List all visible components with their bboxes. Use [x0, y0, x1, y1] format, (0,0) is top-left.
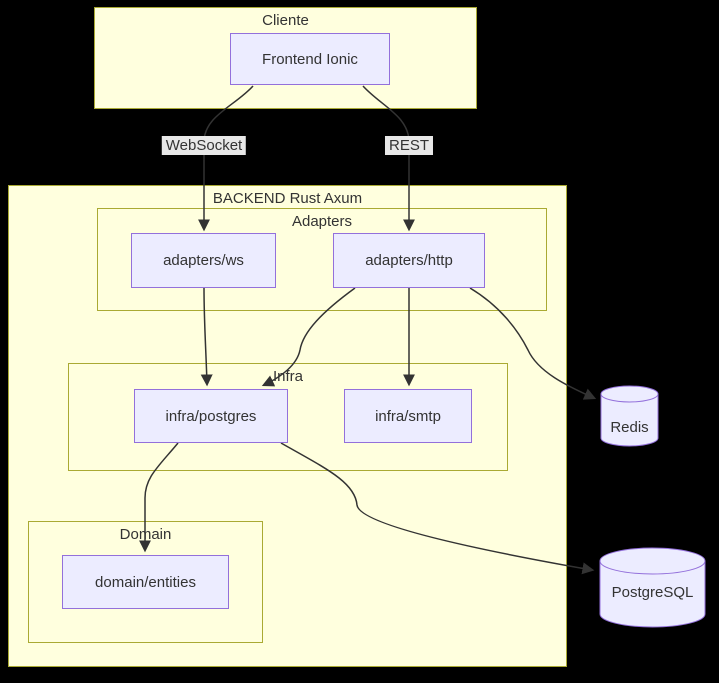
node-frontend-ionic: Frontend Ionic [230, 33, 390, 85]
node-frontend-ionic-label: Frontend Ionic [262, 50, 358, 68]
node-adapters-ws-label: adapters/ws [163, 252, 244, 269]
node-infra-smtp: infra/smtp [344, 389, 472, 443]
edge-label-rest: REST [384, 136, 434, 155]
cluster-infra-label: Infra [272, 368, 303, 385]
node-infra-postgres: infra/postgres [134, 389, 288, 443]
node-adapters-ws: adapters/ws [131, 233, 276, 288]
postgresql-cylinder [599, 547, 706, 628]
node-infra-smtp-label: infra/smtp [375, 407, 441, 425]
edge-label-websocket: WebSocket [161, 136, 247, 155]
edge-adapters-ws-to-infra-postgres [200, 287, 213, 387]
edge-frontend-to-adapters-ws [198, 85, 254, 232]
node-adapters-http: adapters/http [333, 233, 485, 288]
node-infra-postgres-label: infra/postgres [165, 407, 257, 425]
node-adapters-http-label: adapters/http [365, 252, 453, 269]
edge-infra-postgres-to-domain-entities [139, 442, 179, 553]
node-postgresql-label: PostgreSQL [611, 584, 694, 601]
edge-adapters-http-to-redis [469, 287, 597, 400]
cluster-backend-label: BACKEND Rust Axum [212, 190, 363, 207]
edge-adapters-http-to-infra-postgres [261, 287, 356, 387]
cluster-cliente-label: Cliente [262, 12, 309, 29]
edge-frontend-to-adapters-http [362, 85, 415, 232]
cluster-adapters-label: Adapters [291, 213, 353, 230]
node-domain-entities: domain/entities [62, 555, 229, 609]
node-domain-entities-label: domain/entities [95, 573, 196, 591]
redis-cylinder [600, 385, 659, 447]
edge-infra-postgres-to-postgresql [280, 442, 595, 575]
node-redis-label: Redis [610, 419, 649, 436]
